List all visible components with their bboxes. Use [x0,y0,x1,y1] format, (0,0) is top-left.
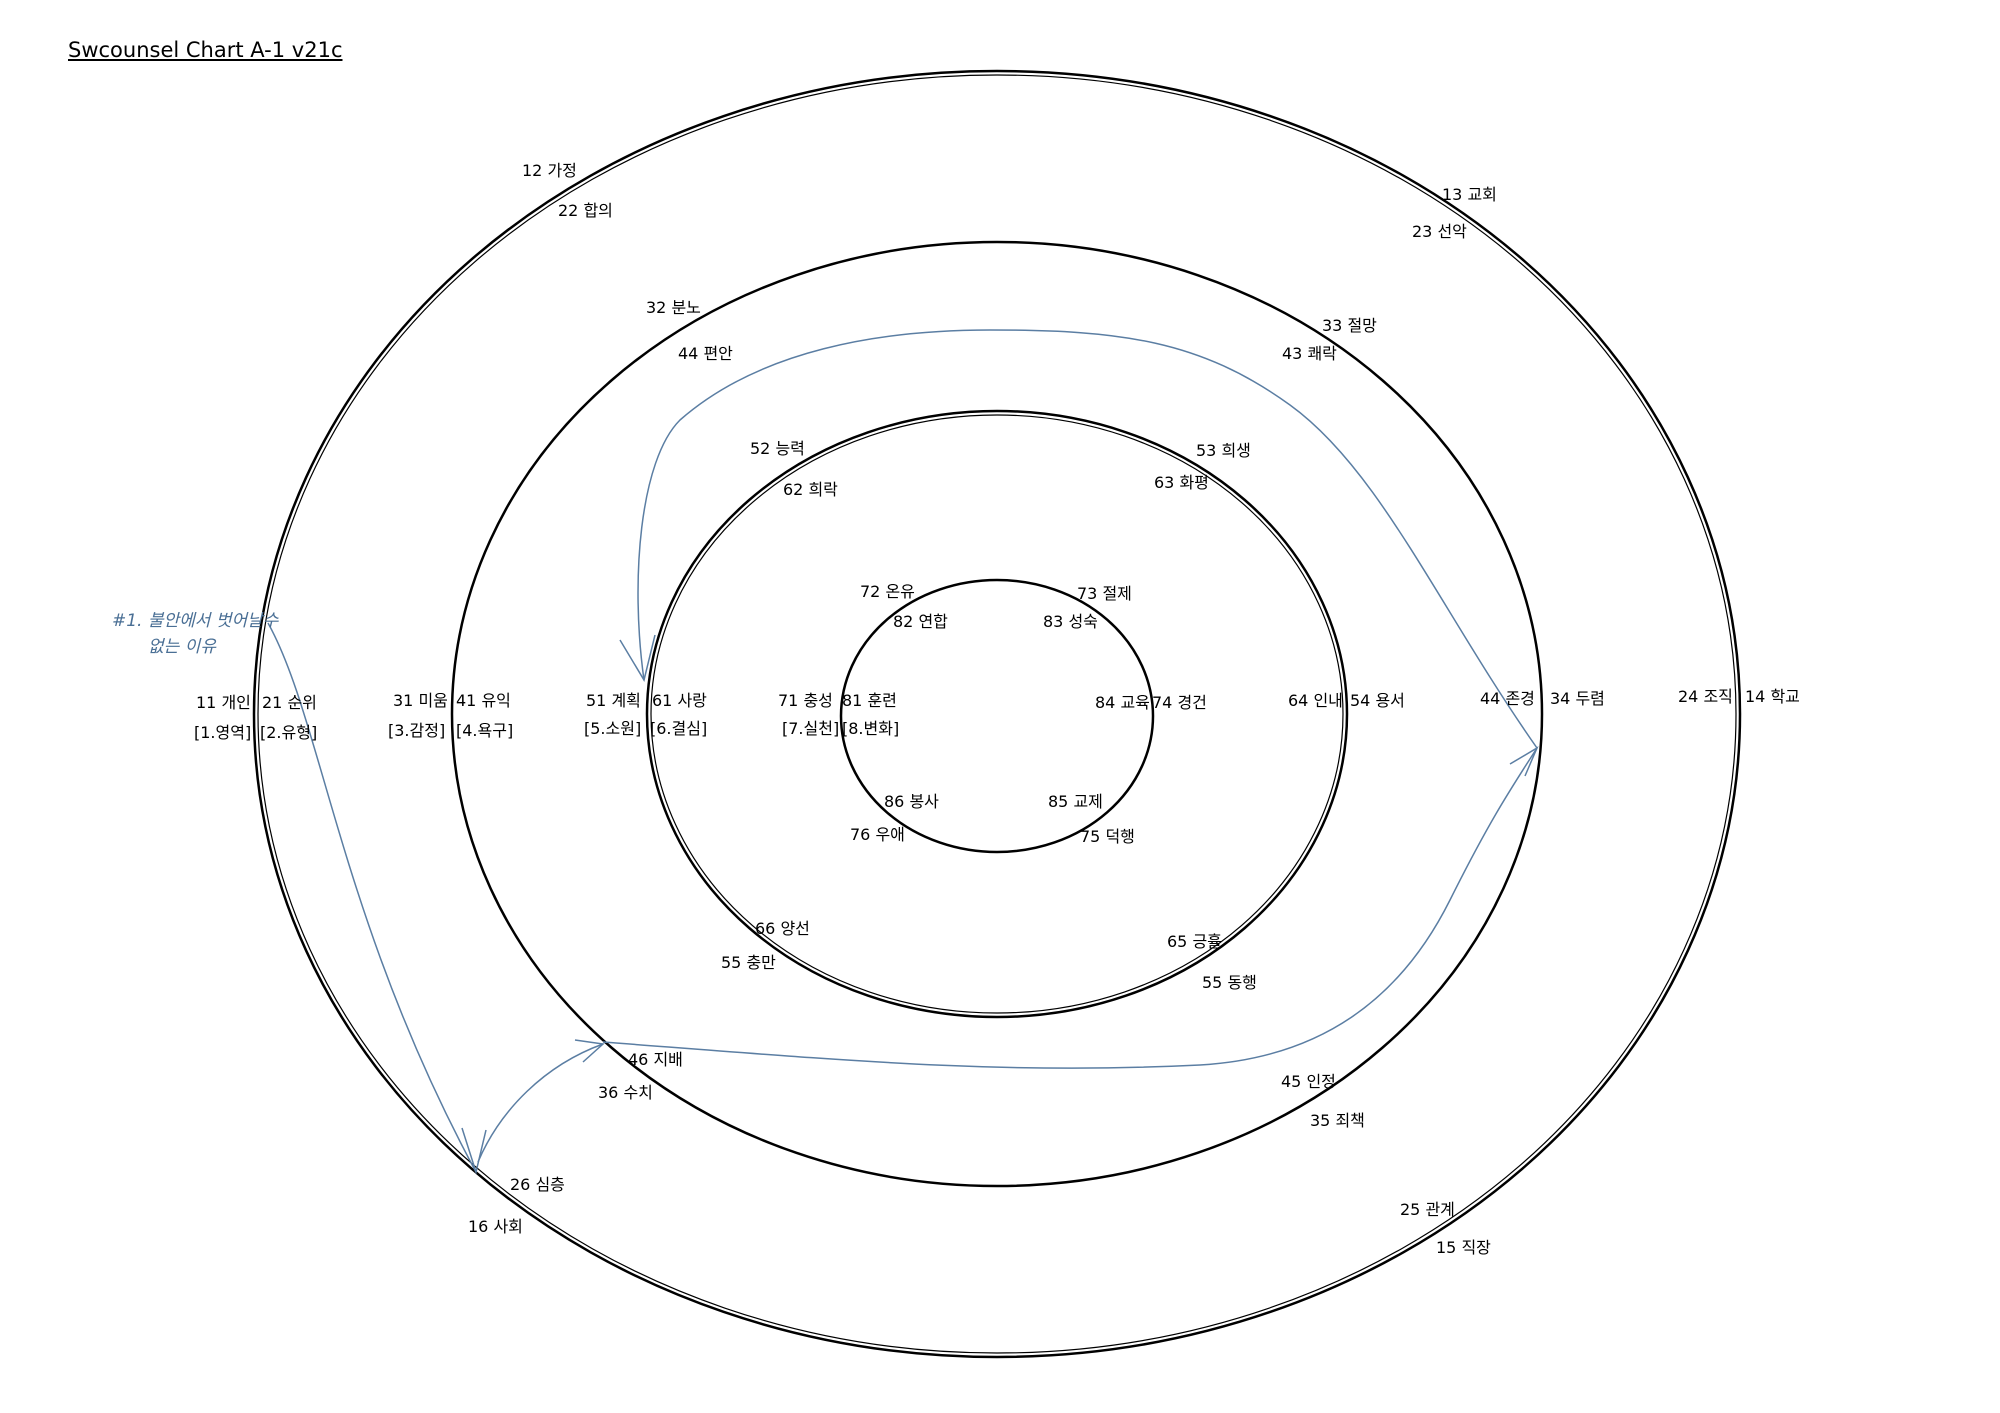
label-31: 31 미움 [393,691,448,710]
arrow-down-left [267,622,477,1173]
label-45: 45 인정 [1281,1072,1336,1091]
label-25: 25 관계 [1400,1200,1455,1219]
label-33: 33 절망 [1322,316,1377,335]
label-24: 24 조직 [1678,687,1733,706]
label-23: 23 선악 [1412,222,1467,241]
label-86: 86 봉사 [884,792,939,811]
bracket-4: [4.욕구] [456,721,513,740]
label-54: 54 용서 [1350,691,1405,710]
note-line-2: 없는 이유 [148,637,217,657]
arrowhead-top-sweep [619,634,656,682]
rings [252,69,1742,1359]
label-44-right: 44 존경 [1480,689,1535,708]
label-26: 26 심층 [510,1175,565,1194]
label-32: 32 분노 [646,298,701,317]
label-51: 51 계획 [586,691,641,710]
label-65: 65 긍휼 [1167,932,1222,951]
bracket-1: [1.영역] [194,723,251,742]
arrowhead-bottom-sweep [1509,746,1539,777]
label-35: 35 죄책 [1310,1111,1365,1130]
label-15: 15 직장 [1436,1238,1491,1257]
label-13: 13 교회 [1442,185,1497,204]
label-22: 22 합의 [558,201,613,220]
label-82: 82 연합 [893,612,948,631]
label-44-top: 44 편안 [678,344,733,363]
label-75: 75 덕행 [1080,827,1135,846]
label-83: 83 성숙 [1043,612,1098,631]
label-62: 62 희락 [783,480,838,499]
label-55-left: 55 충만 [721,953,776,972]
label-72: 72 온유 [860,582,915,601]
outer-ring [252,69,1742,1359]
arrowhead-up-to-46 [574,1039,605,1063]
label-71: 71 충성 [778,691,833,710]
label-36: 36 수치 [598,1083,653,1102]
label-76: 76 우애 [850,825,905,844]
arrowhead-down-left [461,1127,487,1175]
label-46: 46 지배 [628,1050,683,1069]
label-55-right: 55 동행 [1202,973,1257,992]
note-line-1: #1. 불안에서 벗어날수 [112,611,280,631]
label-73: 73 절제 [1077,584,1132,603]
label-85: 85 교제 [1048,792,1103,811]
bracket-8: [8.변화] [842,719,899,738]
label-53: 53 희생 [1196,441,1251,460]
label-34: 34 두렴 [1550,689,1605,708]
outer-ring-inner-line [257,74,1737,1354]
arrow-up-to-46 [477,1043,604,1163]
inner-ring [839,578,1155,854]
chart-title: Swcounsel Chart A-1 v21c [68,38,343,62]
arrow-top-sweep [637,329,1538,749]
label-61: 61 사랑 [652,691,707,710]
label-41: 41 유익 [456,691,511,710]
label-66: 66 양선 [755,919,810,938]
bracket-3: [3.감정] [388,721,445,740]
arrow-bottom-sweep [602,747,1538,1069]
label-84: 84 교육 [1095,693,1150,712]
bracket-5: [5.소원] [584,719,641,738]
label-74: 74 경건 [1152,693,1207,712]
bracket-2: [2.유형] [260,723,317,742]
bracket-6: [6.결심] [650,719,707,738]
label-81: 81 훈련 [842,691,897,710]
third-ring-inner-line [650,414,1344,1014]
label-63: 63 화평 [1154,473,1209,492]
label-43: 43 쾌락 [1282,344,1337,363]
label-52: 52 능력 [750,439,805,458]
label-16: 16 사회 [468,1217,523,1236]
label-14: 14 학교 [1745,687,1800,706]
third-ring [645,409,1349,1019]
bracket-7: [7.실천] [782,719,839,738]
flow-arrows [267,329,1539,1175]
label-11: 11 개인 [196,693,251,712]
label-12: 12 가정 [522,161,577,180]
label-21: 21 순위 [262,693,317,712]
label-64: 64 인내 [1288,691,1343,710]
second-ring [450,240,1544,1188]
